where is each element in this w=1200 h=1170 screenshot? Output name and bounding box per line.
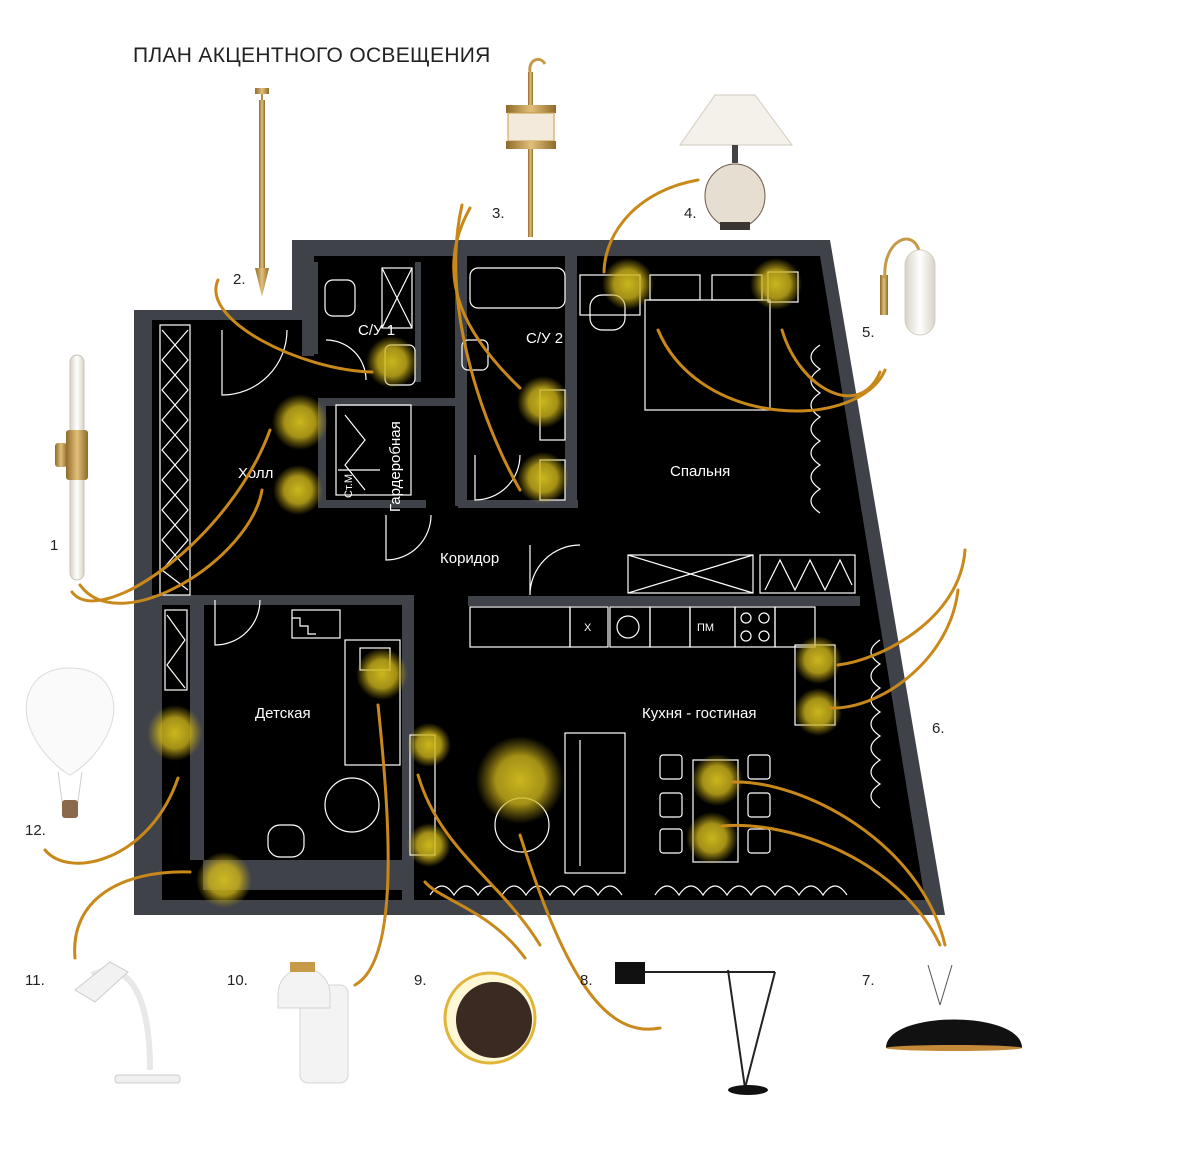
leader-line-7 xyxy=(731,780,947,947)
fixture-8-floor-lamp-arc xyxy=(615,962,776,1095)
glow-spot xyxy=(750,258,802,310)
room-label-bath1: С/У 1 xyxy=(358,322,395,339)
room-label-bath2: С/У 2 xyxy=(526,330,563,347)
leader-line-11 xyxy=(73,870,192,960)
fixture-number-4: 4. xyxy=(684,205,697,222)
light-glows xyxy=(147,258,842,908)
glow-spot xyxy=(407,823,451,867)
fixture-number-2: 2. xyxy=(233,271,246,288)
leader-line-2 xyxy=(214,278,374,374)
fixture-number-7: 7. xyxy=(862,972,875,989)
glow-spot xyxy=(147,705,203,761)
fixture-3-wall-sconce-bath xyxy=(506,57,556,237)
glow-spot xyxy=(356,648,408,700)
leader-line-5 xyxy=(780,328,882,398)
fixture-number-8: 8. xyxy=(580,972,593,989)
room-label-corridor: Коридор xyxy=(440,550,499,567)
plan-title: ПЛАН АКЦЕНТНОГО ОСВЕЩЕНИЯ xyxy=(133,44,491,67)
glow-spot xyxy=(686,812,738,864)
glow-spot xyxy=(517,376,569,428)
fixture-2-pendant-brass xyxy=(255,88,269,297)
furniture-outlines xyxy=(159,267,882,897)
fixture-10-wall-spot xyxy=(277,962,349,1084)
fixture-number-5: 5. xyxy=(862,324,875,341)
fixture-9-wall-disc-lamp xyxy=(443,971,537,1065)
fixture-number-3: 3. xyxy=(492,205,505,222)
room-label-hall: Холл xyxy=(238,465,273,482)
room-labels: Холл С/У 2 С/У 1 Гардеробная Ст.М. Спаль… xyxy=(238,322,756,722)
leader-line-6 xyxy=(836,548,967,667)
leader-line-1 xyxy=(78,488,264,605)
leader-line-9 xyxy=(416,773,542,947)
leader-line-3 xyxy=(452,206,522,390)
glow-spot xyxy=(517,452,569,504)
leader-line-12 xyxy=(43,776,180,865)
fixture-number-11: 11. xyxy=(25,972,45,989)
leader-line-9 xyxy=(423,880,527,960)
fixture-number-1: 1 xyxy=(50,537,59,554)
glow-spot xyxy=(794,688,842,736)
room-label-kitchen: Кухня - гостиная xyxy=(642,705,756,722)
label-dishwasher: ПМ xyxy=(697,622,714,634)
glow-spot xyxy=(602,258,654,310)
room-label-storage: Ст.М. xyxy=(343,471,355,498)
fixture-4-table-lamp xyxy=(679,94,793,230)
room-label-kids: Детская xyxy=(255,705,311,722)
glow-spot xyxy=(366,336,418,388)
leader-lines xyxy=(43,178,967,1031)
leader-line-6 xyxy=(828,588,960,710)
fixture-1-wall-sconce-tube xyxy=(55,354,88,581)
fixture-number-6: 6. xyxy=(932,720,945,737)
leader-line-1 xyxy=(70,428,272,603)
glow-spot xyxy=(272,394,328,450)
fixture-11-desk-lamp xyxy=(74,961,181,1084)
fixture-number-12: 12. xyxy=(25,822,46,839)
glow-spot xyxy=(476,736,564,824)
glow-spot xyxy=(794,636,842,684)
leader-line-5 xyxy=(656,328,887,413)
leader-line-8 xyxy=(518,833,662,1031)
leader-line-4 xyxy=(602,178,700,274)
leader-line-7 xyxy=(720,823,942,947)
room-label-wardrobe: Гардеробная xyxy=(387,421,404,512)
room-label-bedroom: Спальня xyxy=(670,463,730,480)
glow-spot xyxy=(196,852,252,908)
leader-line-10 xyxy=(353,703,390,987)
fixture-12-balloon-lamp xyxy=(25,667,115,818)
fixture-7-pendant-dome xyxy=(886,964,1022,1051)
fixture-5-wall-sconce-glass xyxy=(880,237,936,336)
glow-spot xyxy=(691,754,743,806)
glow-spot xyxy=(273,465,323,515)
fixture-number-9: 9. xyxy=(414,972,427,989)
label-washer: Х xyxy=(584,622,592,634)
glow-spot xyxy=(407,723,451,767)
leader-line-3 xyxy=(454,203,522,492)
fixture-number-10: 10. xyxy=(227,972,248,989)
